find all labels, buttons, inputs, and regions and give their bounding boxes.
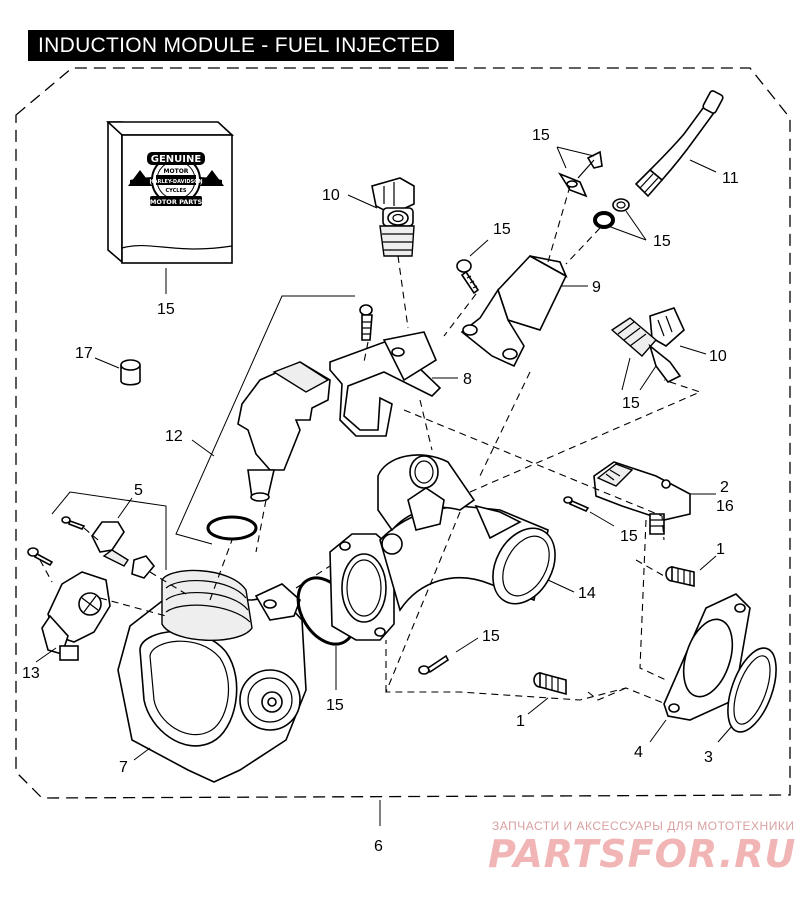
kit-outline-6	[15, 67, 791, 799]
callout-10-top: 10	[322, 187, 340, 204]
callout-14: 14	[578, 585, 596, 602]
part-1-stud-lower[interactable]	[533, 671, 567, 696]
callout-1-upper: 1	[716, 541, 725, 558]
callout-16: 16	[716, 498, 734, 515]
callout-11: 11	[722, 170, 739, 187]
callout-10-right: 10	[709, 348, 727, 365]
part-15-screw-bottom[interactable]	[418, 654, 450, 675]
part-7-throttle-body[interactable]	[117, 569, 307, 783]
part-8-bracket[interactable]	[329, 304, 442, 437]
callout-15-orings: 15	[653, 233, 671, 250]
callout-8: 8	[463, 371, 472, 388]
callout-3: 3	[704, 749, 713, 766]
part-12-idle-air-valve[interactable]	[206, 361, 331, 541]
callout-15-fuel-rail: 15	[493, 221, 511, 238]
callout-12: 12	[165, 428, 183, 445]
callout-7: 7	[119, 759, 128, 776]
part-2-map-sensor[interactable]	[593, 461, 691, 535]
watermark-logo: PARTSFOR.RU	[488, 832, 797, 876]
callout-15-bottom: 15	[482, 628, 500, 645]
callout-15-injector: 15	[622, 395, 640, 412]
logo-genuine-text: GENUINE	[151, 154, 202, 165]
callout-15-box: 15	[157, 301, 175, 318]
callout-4: 4	[634, 744, 643, 761]
part-15-orings[interactable]	[593, 198, 630, 229]
part-15-screw-map[interactable]	[563, 496, 590, 513]
part-13-sensor[interactable]	[27, 547, 111, 661]
part-17-cap[interactable]	[120, 359, 141, 386]
part-10-injector-right[interactable]	[610, 307, 685, 384]
part-15-screw-top[interactable]	[558, 150, 603, 198]
genuine-motor-parts-logo: GENUINE MOTOR HARLEY-DAVIDSON CYCLES MOT…	[128, 152, 224, 206]
part-4-flange[interactable]	[663, 593, 751, 721]
logo-brand-text: HARLEY-DAVIDSON	[149, 179, 202, 185]
callout-1-lower: 1	[516, 713, 525, 730]
callout-2: 2	[720, 479, 729, 496]
callout-15-gasket: 15	[326, 697, 344, 714]
part-5-throttle-position-sensor[interactable]	[61, 516, 156, 579]
genuine-parts-box[interactable]: GENUINE MOTOR HARLEY-DAVIDSON CYCLES MOT…	[105, 121, 235, 264]
callout-13: 13	[22, 665, 40, 682]
logo-motor-parts-text: MOTOR PARTS	[150, 198, 203, 206]
diagram-title: INDUCTION MODULE - FUEL INJECTED	[28, 30, 455, 61]
callout-15-top: 15	[532, 127, 550, 144]
part-3-seal-ring[interactable]	[718, 642, 786, 738]
part-11-fuel-line[interactable]	[634, 90, 724, 198]
callout-6: 6	[374, 838, 383, 855]
callout-5: 5	[134, 482, 143, 499]
logo-motor-text: MOTOR	[164, 168, 189, 175]
part-14-intake-manifold[interactable]	[329, 454, 568, 641]
callout-9: 9	[592, 279, 601, 296]
watermark-tagline: ЗАПЧАСТИ И АКСЕССУАРЫ ДЛЯ МОТОТЕХНИКИ	[492, 819, 795, 833]
part-1-stud-upper[interactable]	[665, 565, 695, 588]
logo-cycles-text: CYCLES	[166, 188, 187, 194]
part-9-fuel-rail[interactable]	[460, 254, 568, 368]
callout-15-map: 15	[620, 528, 638, 545]
callout-17: 17	[75, 345, 93, 362]
part-15-screw-fuel-rail[interactable]	[456, 259, 480, 295]
part-10-injector-top[interactable]	[371, 177, 415, 257]
